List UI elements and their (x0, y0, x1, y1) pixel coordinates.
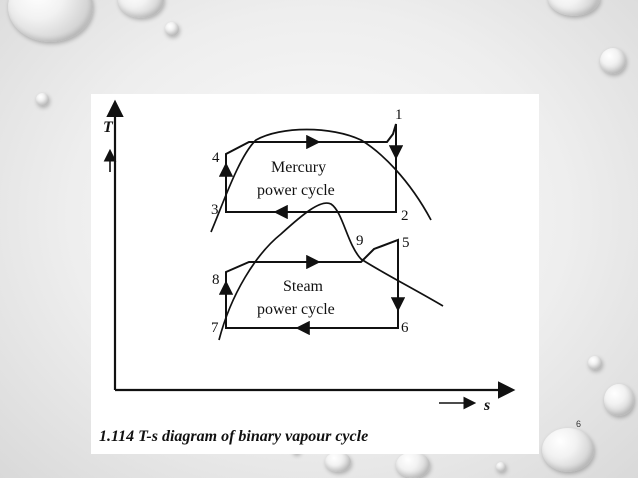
steam-cycle (225, 238, 399, 329)
point-7-label: 7 (211, 320, 219, 336)
figure-panel: T s Mercury power cycle Steam power cycl… (91, 94, 539, 454)
point-5-label: 5 (402, 235, 410, 251)
point-3-label: 3 (211, 202, 219, 218)
mercury-label-line1: Mercury (271, 159, 326, 176)
water-drop-icon (8, 0, 93, 42)
water-drop-icon (548, 0, 600, 16)
water-drop-icon (118, 0, 164, 18)
point-8-label: 8 (212, 272, 220, 288)
point-1-label: 1 (395, 107, 403, 123)
point-6-label: 6 (401, 320, 409, 336)
mercury-label-line2: power cycle (257, 182, 335, 199)
water-drop-icon (325, 452, 351, 472)
water-drop-icon (588, 356, 602, 370)
water-drop-icon (165, 22, 179, 36)
slide-page-number: 6 (576, 419, 582, 429)
s-axis-label: s (483, 397, 490, 414)
water-drop-icon (396, 452, 430, 478)
water-drop-icon (36, 93, 49, 106)
point-2-label: 2 (401, 208, 409, 224)
steam-saturation-dome (218, 202, 444, 341)
point-4-label: 4 (212, 150, 220, 166)
figure-caption: 1.114 T-s diagram of binary vapour cycle (99, 428, 369, 445)
steam-label-line1: Steam (283, 278, 324, 295)
water-drop-icon (542, 428, 594, 472)
steam-label-line2: power cycle (257, 301, 335, 318)
water-drop-icon (496, 462, 506, 472)
water-drop-icon (604, 384, 634, 416)
mercury-cycle (225, 123, 397, 213)
water-drop-icon (600, 48, 626, 74)
point-9-label: 9 (356, 233, 364, 249)
ts-diagram: T s Mercury power cycle Steam power cycl… (103, 99, 516, 414)
t-axis-label: T (103, 119, 114, 136)
